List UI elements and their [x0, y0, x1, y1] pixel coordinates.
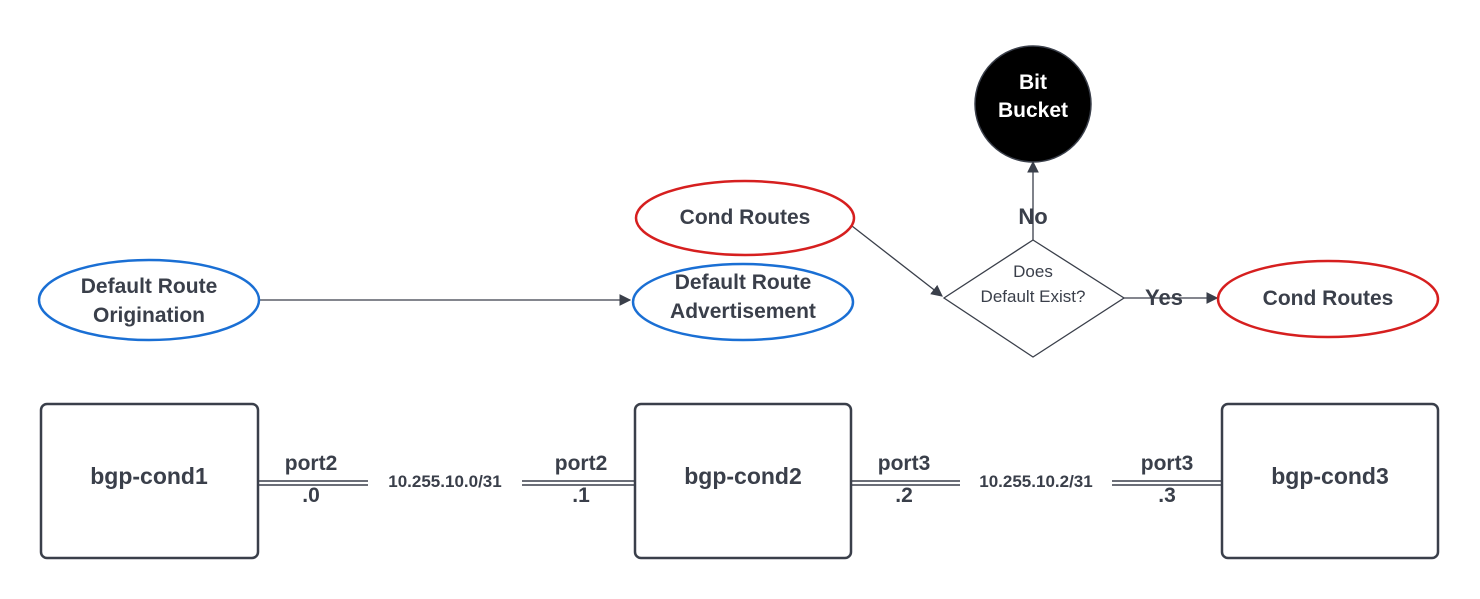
default-route-advertisement-line2: Advertisement [670, 300, 816, 323]
router-bgp-cond1: bgp-cond1 [39, 402, 260, 560]
router-bgp-cond2: bgp-cond2 [633, 402, 853, 560]
yes-label: Yes [1145, 285, 1183, 310]
cond-routes-right-node: Cond Routes [1216, 259, 1440, 339]
default-route-origination-line2: Origination [93, 304, 205, 327]
does-default-exist-decision: Does Default Exist? [942, 239, 1126, 358]
link1-subnet: 10.255.10.0/31 [388, 472, 501, 491]
default-route-advertisement-node: Default Route Advertisement [631, 262, 855, 342]
bit-bucket-line1: Bit [1019, 71, 1047, 94]
router-bgp-cond1-label: bgp-cond1 [90, 463, 208, 489]
link1-right-addr: .1 [572, 484, 590, 507]
link1-right-port: port2 [555, 452, 608, 475]
default-route-origination-line1: Default Route [81, 275, 218, 298]
default-route-origination-node: Default Route Origination [37, 258, 261, 342]
router-bgp-cond2-label: bgp-cond2 [684, 463, 802, 489]
link2-subnet: 10.255.10.2/31 [979, 472, 1092, 491]
cond-routes-top-label: Cond Routes [680, 206, 811, 229]
router-bgp-cond3-label: bgp-cond3 [1271, 463, 1389, 489]
cond-routes-right-label: Cond Routes [1263, 287, 1394, 310]
cond-routes-top-node: Cond Routes [634, 179, 856, 257]
link1-connector [258, 480, 635, 486]
default-route-advertisement-line1: Default Route [675, 271, 812, 294]
bit-bucket-line2: Bucket [998, 99, 1068, 122]
cond-routes-to-decision-arrow [851, 225, 943, 297]
bit-bucket-node: Bit Bucket [974, 45, 1092, 163]
link1-left-addr: .0 [302, 484, 320, 507]
router-bgp-cond3: bgp-cond3 [1220, 402, 1440, 560]
link2-left-addr: .2 [895, 484, 913, 507]
link2-right-addr: .3 [1158, 484, 1176, 507]
decision-line1: Does [1013, 262, 1053, 281]
link2-right-port: port3 [1141, 452, 1194, 475]
link2-left-port: port3 [878, 452, 931, 475]
link2-connector [851, 480, 1222, 486]
decision-line2: Default Exist? [981, 287, 1086, 306]
link1-left-port: port2 [285, 452, 338, 475]
no-label: No [1018, 204, 1047, 229]
